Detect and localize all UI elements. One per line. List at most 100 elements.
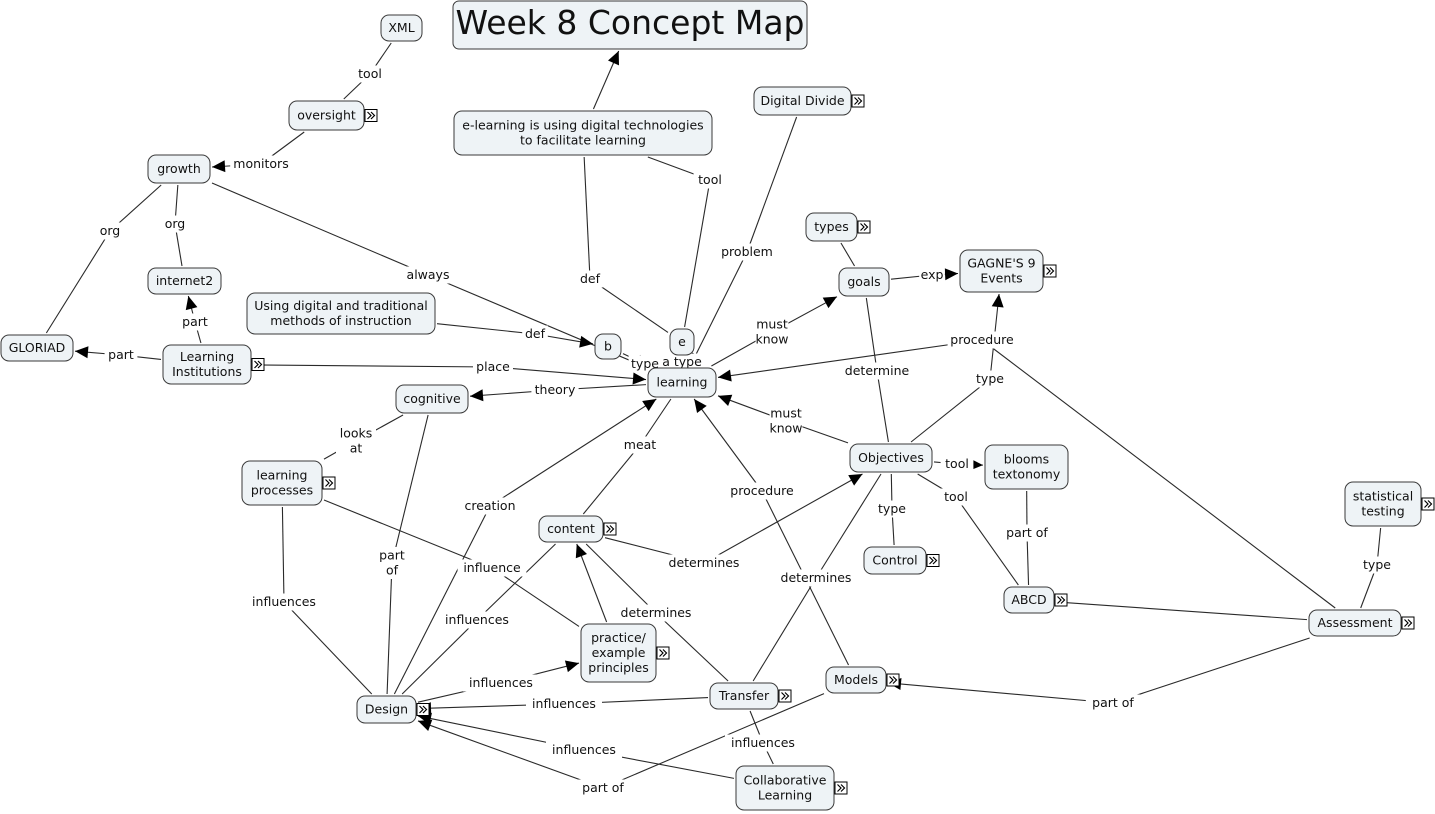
concept-node-growth[interactable]: growth — [147, 154, 211, 184]
node-text: learning — [657, 374, 708, 389]
link-label[interactable]: def — [577, 270, 603, 288]
link-label[interactable]: influences — [439, 611, 515, 629]
concept-node-design[interactable]: Design — [356, 695, 430, 724]
double-chevron-right-icon[interactable] — [926, 554, 940, 567]
node-text: methods of instruction — [270, 313, 411, 328]
concept-node-digital-divide[interactable]: Digital Divide — [753, 86, 865, 116]
link-label[interactable]: tool — [353, 65, 387, 83]
double-chevron-right-icon[interactable] — [1043, 264, 1057, 278]
double-chevron-right-icon[interactable] — [1401, 616, 1415, 630]
link-label[interactable]: influences — [463, 674, 539, 692]
concept-node-control[interactable]: Control — [863, 546, 940, 575]
link-label[interactable]: exp — [919, 266, 945, 284]
double-chevron-right-icon[interactable] — [416, 703, 430, 716]
double-chevron-right-icon[interactable] — [778, 689, 792, 703]
link-label[interactable]: problem — [719, 243, 775, 261]
link-label[interactable]: determines — [666, 554, 742, 572]
concept-node-elearning-def[interactable]: e-learning is using digital technologies… — [453, 110, 713, 156]
concept-node-oversight[interactable]: oversight — [288, 100, 378, 131]
link-label[interactable]: influences — [546, 741, 622, 759]
concept-node-e[interactable]: e — [669, 328, 695, 356]
link-label[interactable]: a type — [658, 353, 706, 371]
double-chevron-right-icon[interactable] — [886, 673, 900, 687]
link-label-text: of — [386, 563, 399, 578]
concept-node-abcd[interactable]: ABCD — [1003, 586, 1068, 614]
concept-node-b[interactable]: b — [594, 333, 622, 360]
link-label[interactable]: influences — [526, 695, 602, 713]
link-label[interactable]: type — [875, 500, 909, 518]
link-label[interactable]: meat — [623, 436, 657, 454]
double-chevron-right-icon[interactable] — [857, 220, 871, 234]
link-label[interactable]: tool — [939, 488, 973, 506]
link-label[interactable]: tool — [940, 455, 974, 473]
link-label[interactable]: place — [473, 358, 513, 376]
concept-node-goals[interactable]: goals — [838, 267, 890, 297]
link-label[interactable]: org — [162, 215, 188, 233]
link-label[interactable]: determines — [778, 569, 854, 587]
link-label[interactable]: theory — [531, 381, 579, 399]
double-chevron-right-icon[interactable] — [251, 358, 265, 371]
link-label[interactable]: part of — [1085, 694, 1141, 712]
link-label[interactable]: procedure — [947, 331, 1017, 349]
link-label-text: procedure — [730, 483, 794, 498]
concept-node-title[interactable]: Week 8 Concept Map — [452, 0, 808, 50]
link-label[interactable]: monitors — [230, 155, 292, 173]
double-chevron-right-icon[interactable] — [364, 109, 378, 122]
double-chevron-right-icon[interactable] — [603, 522, 617, 536]
double-chevron-right-icon[interactable] — [322, 476, 336, 490]
link-label[interactable]: always — [404, 266, 452, 284]
link-line-l-tool-abcd — [955, 496, 1019, 586]
link-label[interactable]: org — [97, 222, 123, 240]
link-label[interactable]: part — [178, 313, 212, 331]
concept-node-internet2[interactable]: internet2 — [147, 267, 222, 295]
double-chevron-right-icon[interactable] — [834, 781, 848, 795]
double-chevron-right-icon[interactable] — [851, 94, 865, 108]
double-chevron-right-icon[interactable] — [656, 646, 670, 660]
link-label[interactable]: tool — [693, 171, 727, 189]
link-label[interactable]: influences — [725, 734, 801, 752]
link-label[interactable]: part of — [999, 524, 1055, 542]
link-label[interactable]: influence — [457, 559, 527, 577]
concept-node-models[interactable]: Models — [825, 666, 900, 694]
link-label[interactable]: part — [104, 346, 138, 364]
concept-node-content[interactable]: content — [538, 515, 617, 543]
concept-node-gloriad[interactable]: GLORIAD — [0, 334, 74, 362]
arrowhead-icon — [185, 296, 198, 311]
link-label[interactable]: type — [973, 370, 1007, 388]
link-label-background — [693, 171, 727, 189]
link-label[interactable]: creation — [459, 497, 521, 515]
link-label[interactable]: procedure — [727, 482, 797, 500]
node-text: statistical — [1353, 488, 1413, 503]
link-label-background — [939, 488, 973, 506]
concept-node-assessment[interactable]: Assessment — [1308, 609, 1415, 637]
link-label[interactable]: determines — [618, 604, 694, 622]
link-label[interactable]: def — [522, 325, 548, 343]
link-line-l-determine — [876, 370, 889, 443]
link-label[interactable]: determine — [842, 362, 912, 380]
link-label[interactable]: influences — [246, 593, 322, 611]
link-label[interactable]: type — [1360, 556, 1394, 574]
concept-node-xml[interactable]: XML — [380, 14, 423, 42]
concept-node-types[interactable]: types — [805, 212, 871, 242]
double-chevron-right-icon[interactable] — [1054, 593, 1068, 607]
concept-node-learning[interactable]: learning — [647, 367, 717, 398]
link-line-l-partof-blooms — [1026, 532, 1030, 586]
concept-node-objectives[interactable]: Objectives — [849, 443, 933, 473]
link-label[interactable]: part of — [575, 779, 631, 797]
node-box — [709, 682, 779, 710]
concept-node-cognitive[interactable]: cognitive — [395, 384, 469, 414]
double-chevron-right-icon[interactable] — [1421, 497, 1435, 511]
concept-node-transfer[interactable]: Transfer — [709, 682, 792, 710]
